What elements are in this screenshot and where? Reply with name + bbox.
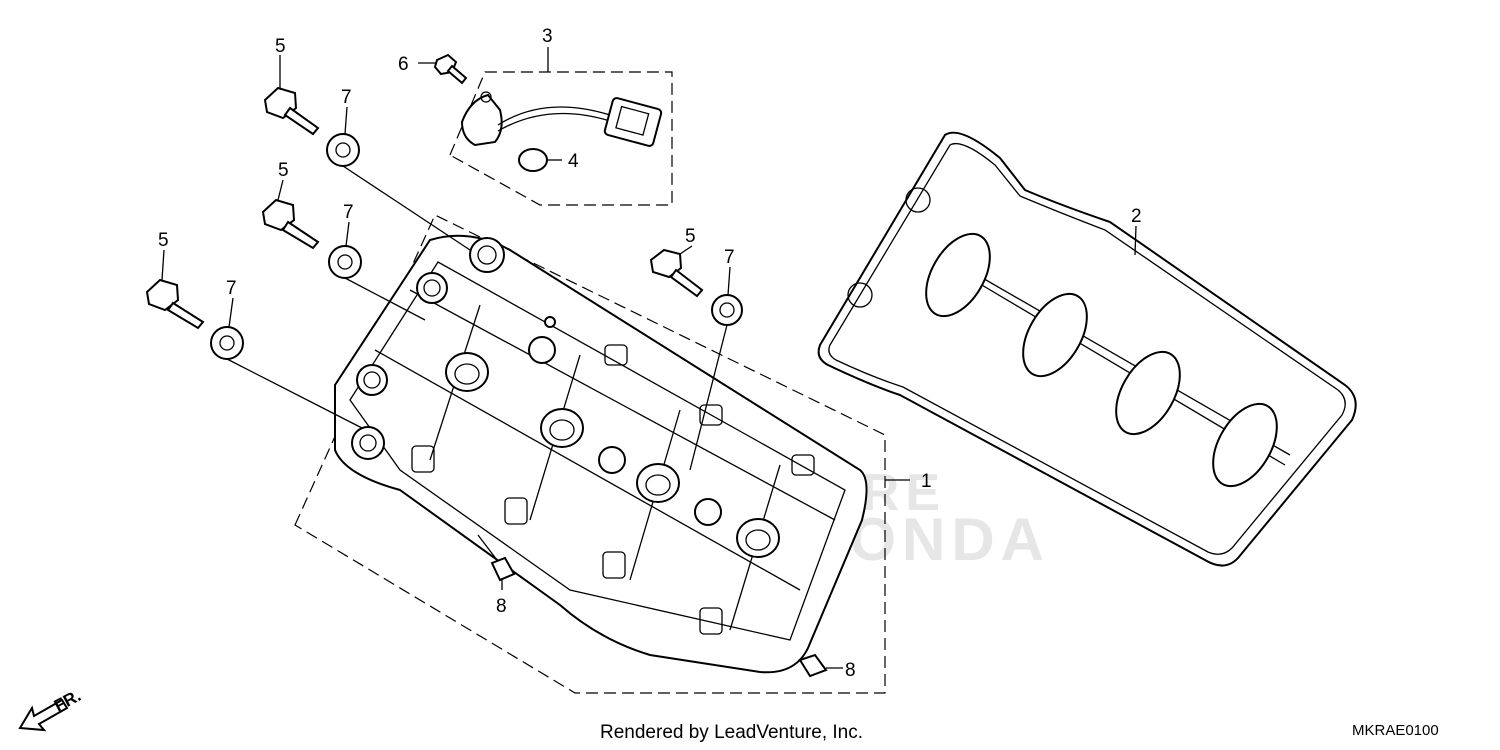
footer-credit: Rendered by LeadVenture, Inc. <box>600 722 863 743</box>
grommet <box>528 336 556 364</box>
callout-5: 5 <box>278 160 289 181</box>
sensor-bolt <box>433 53 468 85</box>
dowel-pin <box>490 556 516 582</box>
callout-7: 7 <box>226 278 237 299</box>
sealing-washer <box>711 294 743 326</box>
flange-bolt <box>261 198 320 250</box>
spark-plug-hole <box>445 352 780 558</box>
callout-5: 5 <box>158 230 169 251</box>
sealing-washer <box>210 326 244 360</box>
callout-8: 8 <box>845 660 856 681</box>
callout-6: 6 <box>398 54 409 75</box>
callout-7: 7 <box>343 202 354 223</box>
diagram-code: MKRAE0100 <box>1352 722 1439 739</box>
callout-5: 5 <box>275 36 286 57</box>
sealing-washer <box>328 245 362 279</box>
flange-bolt <box>649 248 704 298</box>
callout-1: 1 <box>921 471 932 492</box>
callout-3: 3 <box>542 26 553 47</box>
sealing-washer <box>326 133 360 167</box>
callout-7: 7 <box>341 87 352 108</box>
flange-bolt <box>263 86 320 136</box>
callout-8: 8 <box>496 596 507 617</box>
grommet <box>598 446 626 474</box>
flange-bolt <box>145 278 205 330</box>
vent <box>544 316 556 328</box>
grommet <box>694 498 722 526</box>
callout-labels: 1 2 3 4 5 5 5 5 6 7 7 7 7 8 8 <box>158 26 1142 681</box>
o-ring <box>518 148 548 172</box>
front-direction-marker: FR. <box>18 686 84 732</box>
cover-bolt-boss <box>351 237 505 460</box>
sensor-with-harness <box>460 91 663 147</box>
callout-2: 2 <box>1131 206 1142 227</box>
leader-lines <box>161 47 1137 669</box>
callout-7: 7 <box>724 247 735 268</box>
cover-rib-slot <box>411 344 815 635</box>
dowel-pin <box>798 653 828 678</box>
head-cover-gasket <box>817 131 1357 567</box>
sensor-assembly-outline <box>449 71 673 206</box>
callout-5: 5 <box>685 226 696 247</box>
cylinder-head-cover <box>334 234 868 674</box>
arrow-icon <box>18 698 69 732</box>
cylinder-head-cover-assembly-outline <box>294 214 886 694</box>
callout-4: 4 <box>568 151 579 172</box>
